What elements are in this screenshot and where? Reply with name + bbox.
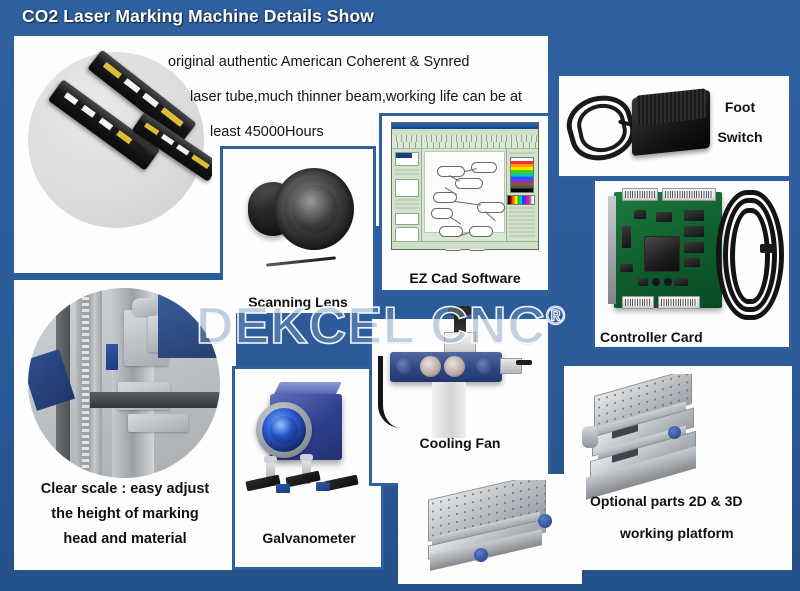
optional-parts-caption-line-1: Optional parts 2D & 3D bbox=[590, 493, 743, 509]
ez-cad-screenshot bbox=[391, 122, 539, 251]
laser-tube-text-line-3: least 45000Hours bbox=[210, 124, 324, 140]
ez-cad-canvas bbox=[424, 151, 505, 251]
galvanometer-caption: Galvanometer bbox=[262, 530, 356, 546]
clear-scale-caption-line-3: head and material bbox=[63, 531, 187, 547]
galvanometer-photo bbox=[240, 374, 380, 508]
controller-card-photo bbox=[600, 182, 788, 322]
working-platform-photo bbox=[418, 480, 568, 580]
laser-tube-text-line-2: laser tube,much thinner beam,working lif… bbox=[190, 89, 523, 105]
color-swatch-horizontal bbox=[507, 195, 535, 205]
clear-scale-photo bbox=[24, 288, 224, 478]
optional-parts-caption-line-2: working platform bbox=[620, 525, 734, 541]
ez-cad-statusbar bbox=[392, 241, 538, 249]
ez-cad-left-panel bbox=[393, 149, 422, 243]
optional-parts-photo bbox=[572, 374, 722, 506]
clear-scale-caption-line-2: the height of marking bbox=[51, 506, 199, 522]
foot-switch-photo bbox=[566, 80, 716, 172]
clear-scale-caption-line-1: Clear scale : easy adjust bbox=[40, 481, 210, 497]
foot-switch-caption-line-2: Switch bbox=[717, 129, 763, 145]
ez-cad-right-panel bbox=[506, 149, 537, 241]
laser-tube-photo bbox=[22, 44, 212, 234]
ez-cad-toolbar-2 bbox=[392, 142, 538, 149]
ez-cad-caption: EZ Cad Software bbox=[409, 270, 521, 286]
laser-tube-text-line-1: original authentic American Coherent & S… bbox=[168, 54, 470, 70]
scanning-lens-caption: Scanning Lens bbox=[248, 294, 348, 310]
scanning-lens-photo bbox=[232, 160, 364, 276]
controller-card-caption: Controller Card bbox=[600, 329, 703, 345]
color-swatch-vertical bbox=[510, 157, 534, 193]
ez-cad-titlebar bbox=[392, 123, 538, 129]
cooling-fan-caption: Cooling Fan bbox=[419, 435, 501, 451]
page-title: CO2 Laser Marking Machine Details Show bbox=[22, 6, 374, 26]
cooling-fan-photo bbox=[376, 300, 548, 440]
foot-switch-caption-line-1: Foot bbox=[724, 99, 756, 115]
